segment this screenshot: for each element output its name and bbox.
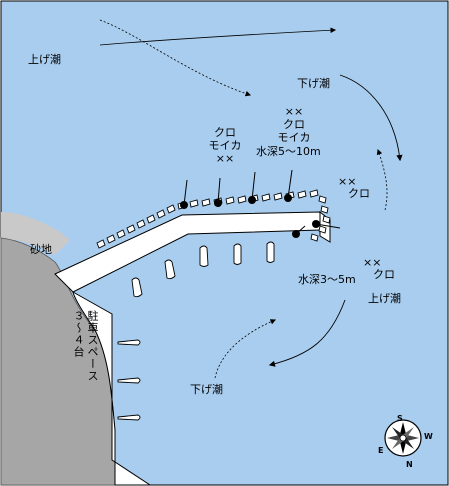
fish-moika-top: モイカ	[277, 131, 311, 144]
current-top-up-arrow	[99, 27, 337, 46]
current-right-down-arrow	[339, 74, 403, 162]
fish-kuro-right: クロ	[348, 187, 370, 200]
fish-kuro-top: クロ	[283, 118, 305, 131]
fish-x-top: ××	[284, 105, 304, 118]
fish-x-left: ××	[215, 152, 235, 165]
fish-x-right: ××	[338, 175, 357, 188]
sand-shore	[1, 212, 70, 255]
depth-deep-label: 水深5～10m	[256, 145, 321, 158]
fish-x-lower: ××	[363, 256, 382, 269]
fish-kuro-left: クロ	[214, 126, 236, 139]
sand-label: 砂地	[30, 243, 52, 256]
current-top-down-label: 下げ潮	[297, 77, 330, 90]
compass-n: N	[406, 460, 413, 469]
parking-capacity-label: ３～４台	[72, 310, 85, 358]
current-top-down-arrow	[99, 19, 252, 97]
moored-boats	[117, 241, 275, 421]
parking-label: 駐車スペース	[86, 310, 99, 382]
parking-road	[72, 290, 152, 486]
current-bottom-up-label: 上げ潮	[368, 292, 401, 305]
compass-e: E	[378, 446, 384, 455]
current-right-up-arrow	[376, 148, 388, 211]
fish-kuro-lower: クロ	[373, 268, 395, 281]
compass-rose	[384, 419, 422, 457]
compass-s: S	[397, 414, 403, 423]
fish-moika-left: モイカ	[208, 139, 242, 152]
current-bottom-down-label: 下げ潮	[190, 383, 223, 396]
angler-markers	[180, 169, 341, 238]
current-top-up-label: 上げ潮	[28, 53, 61, 66]
current-bottom-down-arrow	[214, 319, 277, 379]
depth-shallow-label: 水深3～5m	[298, 273, 356, 286]
compass-w: W	[424, 432, 433, 441]
current-bottom-up-arrow	[268, 299, 346, 367]
